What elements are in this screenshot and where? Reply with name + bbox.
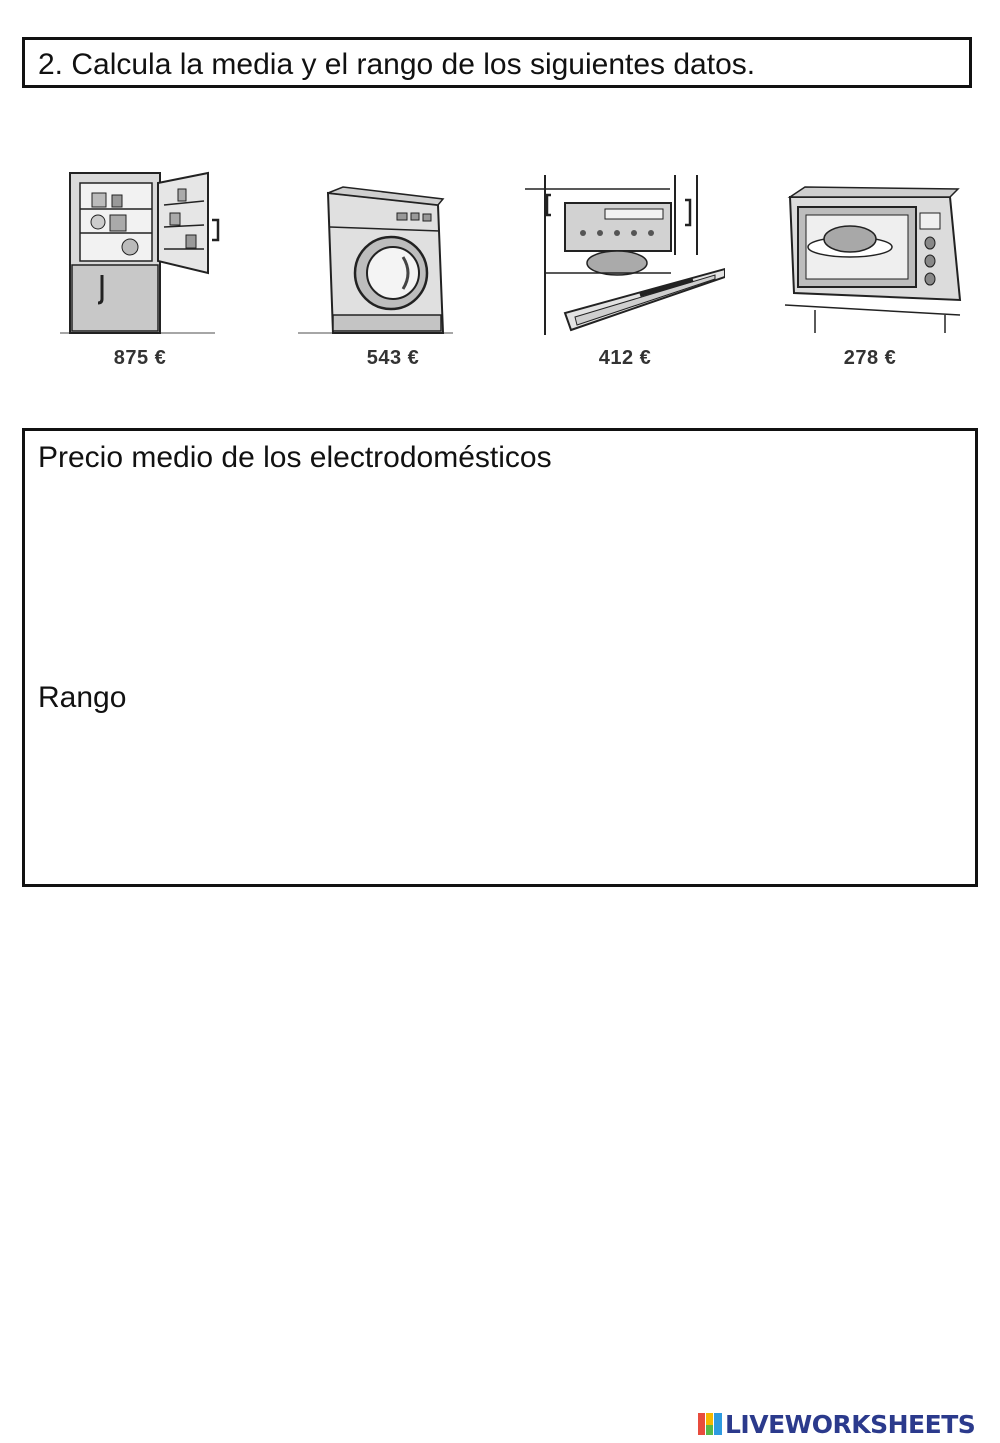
price-label: 412 € — [598, 347, 652, 369]
instruction-box: 2. Calcula la media y el rango de los si… — [22, 37, 972, 88]
price-label: 543 € — [366, 347, 420, 369]
brand-name: LIVEWORKSHEETS — [725, 1409, 976, 1439]
brand-footer: LIVEWORKSHEETS — [697, 1407, 976, 1441]
liveworksheets-logo-icon — [698, 1413, 722, 1435]
appliance-oven: 412 € — [525, 165, 725, 380]
appliance-washing-machine: 543 € — [293, 165, 493, 380]
range-answer-area[interactable] — [38, 727, 958, 877]
mean-label: Precio medio de los electrodomésticos — [38, 441, 552, 474]
price-label: 875 € — [113, 347, 167, 369]
instruction-text: 2. Calcula la media y el rango de los si… — [38, 48, 756, 81]
appliance-microwave: 278 € — [770, 165, 970, 380]
washing-machine-icon — [298, 186, 453, 334]
answer-box: Precio medio de los electrodomésticos Ra… — [22, 428, 978, 887]
range-label: Rango — [38, 681, 127, 714]
fridge-icon — [60, 171, 220, 334]
mean-answer-area[interactable] — [38, 487, 958, 667]
oven-icon — [525, 175, 725, 335]
price-label: 278 € — [843, 347, 897, 369]
microwave-icon — [784, 186, 962, 333]
appliance-fridge: 875 € — [40, 165, 240, 380]
